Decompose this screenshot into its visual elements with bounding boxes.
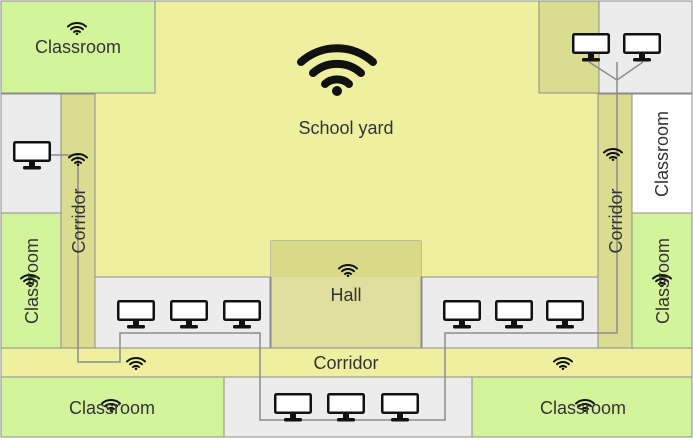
- cable-top-right-left: [588, 61, 618, 81]
- classroom-bottom-left-label: Classroom: [69, 398, 155, 418]
- corridor-bottom-label: Corridor: [313, 353, 378, 373]
- hall-header-band: [271, 241, 421, 277]
- classroom-bottom-right-label: Classroom: [540, 398, 626, 418]
- classroom-top-left-label: Classroom: [35, 37, 121, 57]
- corridor-right-label: Corridor: [606, 188, 626, 253]
- network-cables: [40, 61, 644, 421]
- school-yard-label: School yard: [298, 118, 393, 138]
- classroom-bottom-right-room: [471, 376, 693, 438]
- cable-left: [40, 62, 618, 421]
- classroom-top-left-room: [0, 0, 156, 94]
- corridor-right: [597, 93, 633, 349]
- cable-top-right-right: [616, 61, 644, 81]
- classroom-right-lower-label: Classroom: [653, 238, 673, 324]
- classroom-left-lower-label: Classroom: [22, 238, 42, 324]
- classroom-left-lower-room: [0, 212, 62, 349]
- classroom-right-upper-label: Classroom: [652, 111, 672, 197]
- corridor-left-label: Corridor: [69, 188, 89, 253]
- hall-label: Hall: [330, 285, 361, 305]
